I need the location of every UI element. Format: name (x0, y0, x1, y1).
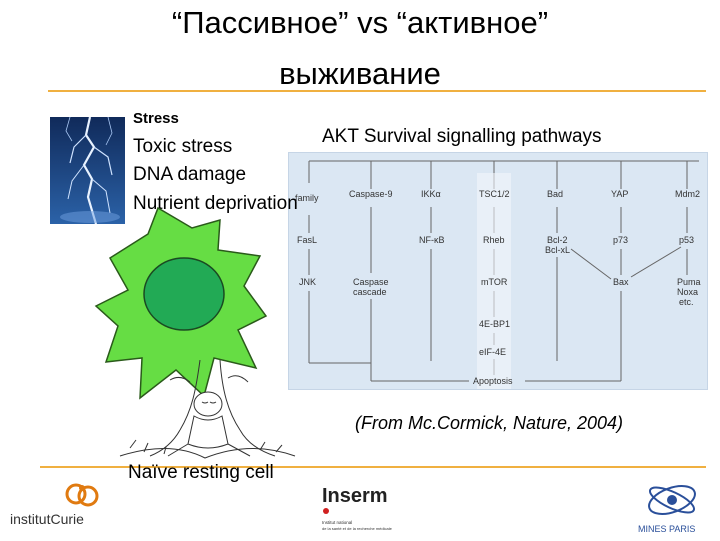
title-line-2: выживание (279, 56, 441, 91)
node-p53: p53 (679, 235, 695, 245)
lightning-image (50, 116, 125, 225)
stress-item-dna: DNA damage (133, 164, 247, 185)
node-bax: Bax (613, 277, 629, 287)
node-etc: etc. (679, 297, 694, 307)
pathway-diagram: family Caspase-9 IKKα TSC1/2 Bad YAP Mdm… (288, 152, 708, 390)
pathway-arrows (308, 160, 699, 389)
inserm-subtitle-2: de la santé et de la recherche médicale (322, 526, 393, 531)
citation: (From Mc.Cormick, Nature, 2004) (355, 413, 624, 433)
title-line-1: “Пассивное” vs “активное” (171, 5, 549, 40)
node-eif4e: eIF-4E (479, 347, 507, 357)
node-bad: Bad (547, 189, 564, 199)
node-caspase-9: Caspase-9 (349, 189, 393, 199)
inserm-subtitle-1: Institut national (322, 520, 352, 525)
title-rule (48, 90, 706, 92)
node-bcl2: Bcl-2 (547, 235, 568, 245)
node-cascade: cascade (353, 287, 387, 297)
cell-illustration (88, 198, 308, 408)
inserm-wordmark: Inserm (322, 485, 388, 507)
stress-item-toxic: Toxic stress (133, 136, 233, 157)
stress-heading: Stress (133, 110, 179, 127)
node-tsc12: TSC1/2 (479, 189, 510, 199)
node-puma: Puma (677, 277, 701, 287)
pathway-title: AKT Survival signalling pathways (322, 126, 602, 147)
stress-item-nutrient: Nutrient deprivation (133, 193, 298, 214)
node-caspase: Caspase (353, 277, 389, 287)
mines-paris-logo: MINES PARIS (628, 480, 714, 536)
node-rheb: Rheb (483, 235, 505, 245)
node-apoptosis: Apoptosis (473, 376, 513, 386)
node-ikka: IKKα (421, 189, 441, 199)
node-yap: YAP (611, 189, 629, 199)
node-bclxl: Bcl-xL (545, 245, 571, 255)
inserm-logo: Inserm Institut national de la santé et … (318, 484, 448, 536)
node-noxa: Noxa (677, 287, 699, 297)
cell-nucleus (143, 257, 225, 331)
curie-wordmark: institutCurie (10, 511, 84, 527)
node-nfkb: NF-κB (419, 235, 445, 245)
mines-wordmark: MINES PARIS (638, 524, 695, 534)
node-p73: p73 (613, 235, 629, 245)
node-family: family (295, 193, 319, 203)
cell-caption: Naïve resting cell (128, 462, 274, 483)
node-mdm2: Mdm2 (675, 189, 701, 199)
resting-figure-drawing (110, 359, 300, 465)
footer-rule (40, 466, 706, 468)
node-mtor: mTOR (481, 277, 508, 287)
node-4ebp1: 4E-BP1 (479, 319, 511, 329)
node-fasl: FasL (297, 235, 318, 245)
institut-curie-logo: institutCurie (8, 482, 118, 530)
node-jnk: JNK (299, 277, 317, 287)
